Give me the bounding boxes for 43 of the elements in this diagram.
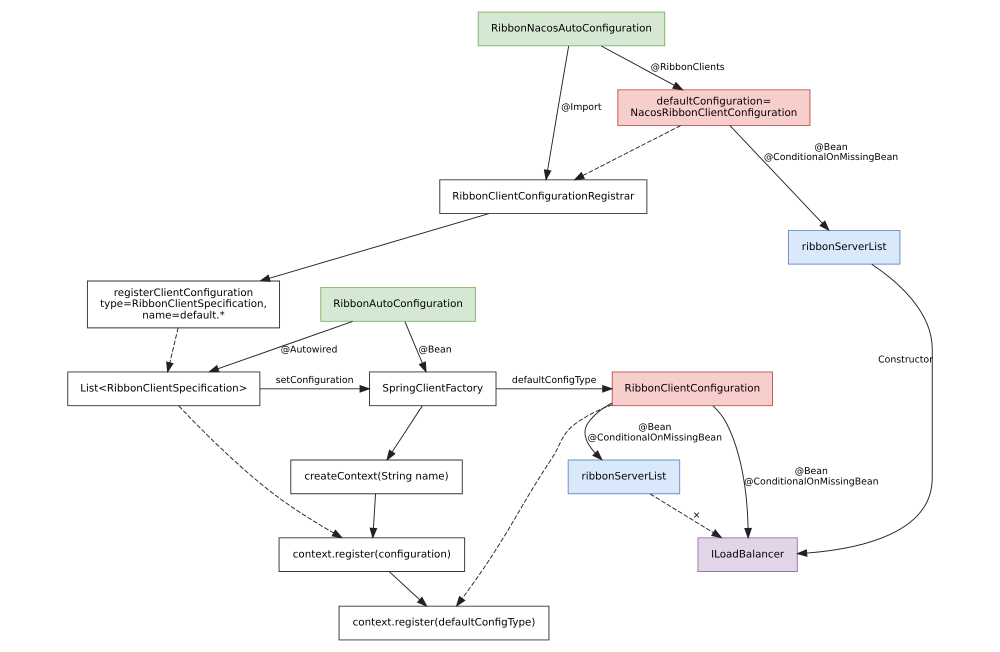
arrow	[404, 321, 427, 374]
arrow	[712, 405, 752, 540]
node-box: defaultConfiguration= NacosRibbonClientConfiguration	[617, 89, 810, 126]
arrow	[729, 125, 830, 232]
edge-label: ×	[692, 510, 700, 522]
node-box: List<RibbonClientSpecification>	[67, 371, 260, 406]
arrow	[496, 384, 614, 393]
edge-label: @Autowired	[280, 344, 338, 356]
arrow	[796, 264, 933, 557]
node-box: ribbonServerList	[568, 460, 680, 494]
arrow	[166, 327, 179, 374]
edge-label: defaultConfigType	[512, 375, 596, 386]
edge-label: @RibbonClients	[650, 62, 725, 74]
arrow	[544, 45, 570, 181]
node-box: registerClientConfiguration type=RibbonClientSpecification, name=default.*	[86, 280, 280, 328]
node-box: SpringClientFactory	[369, 371, 496, 406]
node-box: context.register(configuration)	[278, 537, 466, 572]
edge-label: setConfiguration	[276, 375, 354, 386]
arrow	[388, 571, 428, 608]
node-box: RibbonClientConfigurationRegistrar	[439, 179, 648, 214]
edge-label: @Import	[561, 102, 602, 113]
arrow	[600, 46, 684, 90]
node-box: ribbonServerList	[788, 230, 900, 265]
arrow	[208, 320, 354, 372]
node-box: ILoadBalancer	[698, 537, 798, 572]
edge-label: @Bean @ConditionalOnMissingBean	[764, 142, 898, 164]
arrow	[258, 213, 490, 282]
node-box: context.register(defaultConfigType)	[338, 606, 550, 640]
edge-label: @Bean @ConditionalOnMissingBean	[588, 422, 722, 444]
arrow	[584, 402, 613, 461]
arrow	[650, 493, 723, 538]
edge-label: @Bean	[418, 344, 452, 356]
arrow	[178, 406, 344, 538]
arrow	[456, 404, 613, 608]
arrow	[573, 125, 682, 180]
node-box: RibbonClientConfiguration	[612, 371, 773, 406]
arrow	[370, 493, 378, 540]
edge-label: @Bean @ConditionalOnMissingBean	[744, 466, 879, 488]
node-box: RibbonNacosAutoConfiguration	[478, 12, 666, 46]
arrow	[386, 405, 423, 461]
node-box: createContext(String name)	[290, 460, 463, 494]
node-box: RibbonAutoConfiguration	[320, 287, 476, 322]
arrow	[260, 384, 371, 393]
